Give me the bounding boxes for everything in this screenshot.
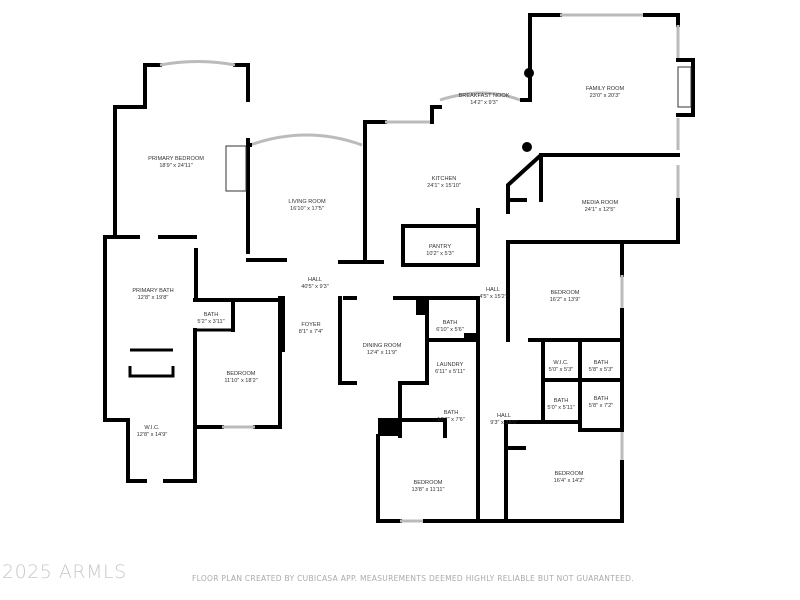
room-dimensions: 9'3" x 38'0" [490,420,518,426]
room-name: HALL [486,287,500,293]
room-name: FAMILY ROOM [586,86,625,92]
room-name: HALL [308,277,322,283]
room-name: BATH [443,320,458,326]
room-name: BEDROOM [555,471,584,477]
room-dimensions: 11'10" x 18'2" [224,378,257,384]
watermark: 2025 ARMLS [2,561,127,583]
room-label: W.I.C.5'0" x 5'3" [549,360,573,373]
room-dimensions: 18'9" x 24'11" [159,163,192,169]
room-dimensions: 10'2" x 5'3" [426,251,454,257]
room-dimensions: 16'2" x 13'9" [550,297,581,303]
room-dimensions: 5'0" x 5'3" [549,367,573,373]
room-dimensions: 16'10" x 17'5" [290,206,324,212]
room-dimensions: 14'2" x 9'3" [470,100,498,106]
room-dimensions: 12'4" x 11'9" [367,350,397,356]
room-name: PRIMARY BEDROOM [148,156,204,162]
room-name: BATH [594,360,609,366]
room-name: BEDROOM [227,371,256,377]
room-name: BEDROOM [414,480,443,486]
room-name: LIVING ROOM [288,199,326,205]
room-name: BATH [594,396,609,402]
room-dimensions: 24'1" x 12'5" [585,207,616,213]
room-dimensions: 6'11" x 5'11" [435,369,465,375]
room-name: BATH [204,312,219,318]
room-name: BATH [444,410,459,416]
room-name: PANTRY [429,244,451,250]
walls [103,13,695,523]
room-name: W.I.C. [144,425,160,431]
room-dimensions: 4'5" x 15'2" [479,294,507,300]
room-dimensions: 10'7" x 7'6" [437,417,465,423]
room-dimensions: 23'0" x 20'3" [590,93,621,99]
room-name: KITCHEN [432,176,457,182]
room-dimensions: 8'1" x 7'4" [299,329,323,335]
room-name: BATH [554,398,569,404]
room-dimensions: 6'10" x 5'6" [436,327,464,333]
room-dimensions: 16'4" x 14'2" [554,478,585,484]
room-dimensions: 5'8" x 5'3" [589,367,613,373]
room-name: W.I.C. [553,360,569,366]
room-dimensions: 12'8" x 14'9" [137,432,168,438]
room-dimensions: 5'0" x 5'11" [547,405,574,411]
room-name: PRIMARY BATH [132,288,173,294]
footer-disclaimer: FLOOR PLAN CREATED BY CUBICASA APP. MEAS… [192,574,634,583]
room-name: LAUNDRY [437,362,464,368]
room-dimensions: 12'8" x 19'8" [138,295,169,301]
room-label: W.I.C.12'8" x 14'9" [137,425,168,438]
room-name: FOYER [301,322,320,328]
room-dimensions: 40'5" x 9'3" [301,284,329,290]
room-name: HALL [497,413,511,419]
room-dimensions: 13'8" x 11'11" [412,487,445,493]
room-dimensions: 24'1" x 15'10" [427,183,461,189]
room-name: BREAKFAST NOOK [459,93,510,99]
room-name: DINING ROOM [363,343,402,349]
room-name: MEDIA ROOM [582,200,619,206]
room-name: BEDROOM [551,290,580,296]
room-dimensions: 5'2" x 3'11" [197,319,224,325]
room-dimensions: 5'8" x 7'2" [589,403,613,409]
